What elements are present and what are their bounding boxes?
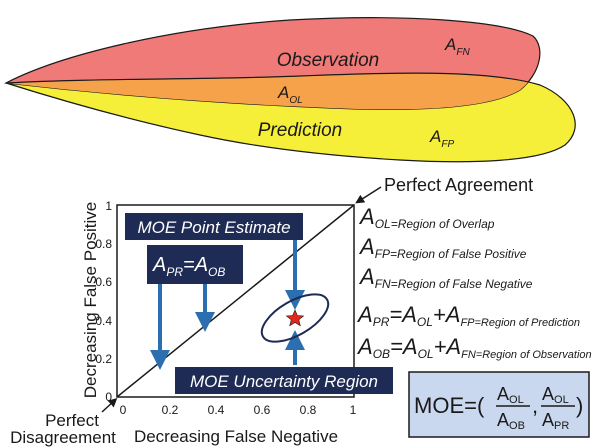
- y-tick-label: 0.6: [95, 275, 112, 289]
- definition-false-negative: AFN=Region of False Negative: [358, 264, 533, 291]
- uncertainty-ellipse: [260, 293, 330, 343]
- formula-den2: APR: [542, 410, 569, 432]
- definitions-list: AOL=Region of Overlap AFP=Region of Fals…: [356, 204, 592, 361]
- point-estimate-star: [285, 309, 305, 327]
- y-tick-label: 0.2: [95, 352, 112, 366]
- x-tick-label: 0.6: [254, 403, 271, 417]
- definition-false-positive: AFP=Region of False Positive: [358, 234, 527, 261]
- perfect-agreement-arrow: [355, 186, 382, 204]
- fn-label: AFN: [444, 35, 470, 58]
- y-tick-label: 0.8: [95, 237, 112, 251]
- y-tick-label: 1: [105, 199, 112, 213]
- uncertainty-label: MOE Uncertainty Region: [190, 372, 378, 391]
- formula-den1: AOB: [497, 410, 525, 432]
- x-tick-label: 0.8: [300, 403, 317, 417]
- y-axis-title: Decreasing False Positive: [81, 202, 100, 399]
- definition-observation: AOB=AOL+AFN=Region of Observation: [356, 334, 592, 361]
- apr-aob-label: APR=AOB: [152, 254, 225, 279]
- point-estimate-box: [125, 213, 303, 240]
- definition-prediction: APR=AOL+AFP=Region of Prediction: [356, 302, 580, 329]
- y-tick-labels: 0 0.2 0.4 0.6 0.8 1: [95, 199, 112, 404]
- y-tick-label: 0.4: [95, 314, 112, 328]
- observation-label: Observation: [277, 50, 379, 71]
- overlap-region: [6, 72, 540, 110]
- perfect-disagreement-arrow: [101, 397, 118, 413]
- formula-box: [408, 371, 590, 438]
- y-tick-label: 0: [105, 390, 112, 404]
- x-tick-label: 0.2: [162, 403, 179, 417]
- formula-comma: ,: [532, 393, 538, 418]
- x-axis-title: Decreasing False Negative: [134, 427, 338, 446]
- x-tick-label: 0.4: [208, 403, 225, 417]
- formula-num1: AOL: [497, 384, 524, 406]
- x-tick-label: 0: [120, 403, 127, 417]
- uncertainty-box: [175, 367, 393, 394]
- point-estimate-label: MOE Point Estimate: [137, 218, 290, 237]
- x-tick-label: 1: [350, 403, 357, 417]
- moe-formula: MOE=( AOL AOB , AOL APR ): [414, 384, 583, 432]
- x-tick-labels: 0 0.2 0.4 0.6 0.8 1: [120, 403, 357, 417]
- perfect-disagreement-line2: Disagreement: [10, 428, 116, 447]
- apr-aob-box: [147, 245, 243, 284]
- perfect-agreement-label: Perfect Agreement: [384, 175, 533, 195]
- formula-lhs: MOE=(: [414, 393, 485, 418]
- formula-rhs: ): [576, 393, 583, 418]
- definition-overlap: AOL=Region of Overlap: [358, 204, 495, 231]
- overlap-label: AOL: [277, 83, 303, 106]
- formula-num2: AOL: [542, 384, 569, 406]
- prediction-label: Prediction: [258, 120, 343, 141]
- perfect-disagreement-line1: Perfect: [45, 411, 99, 430]
- fp-label: AFP: [429, 127, 454, 150]
